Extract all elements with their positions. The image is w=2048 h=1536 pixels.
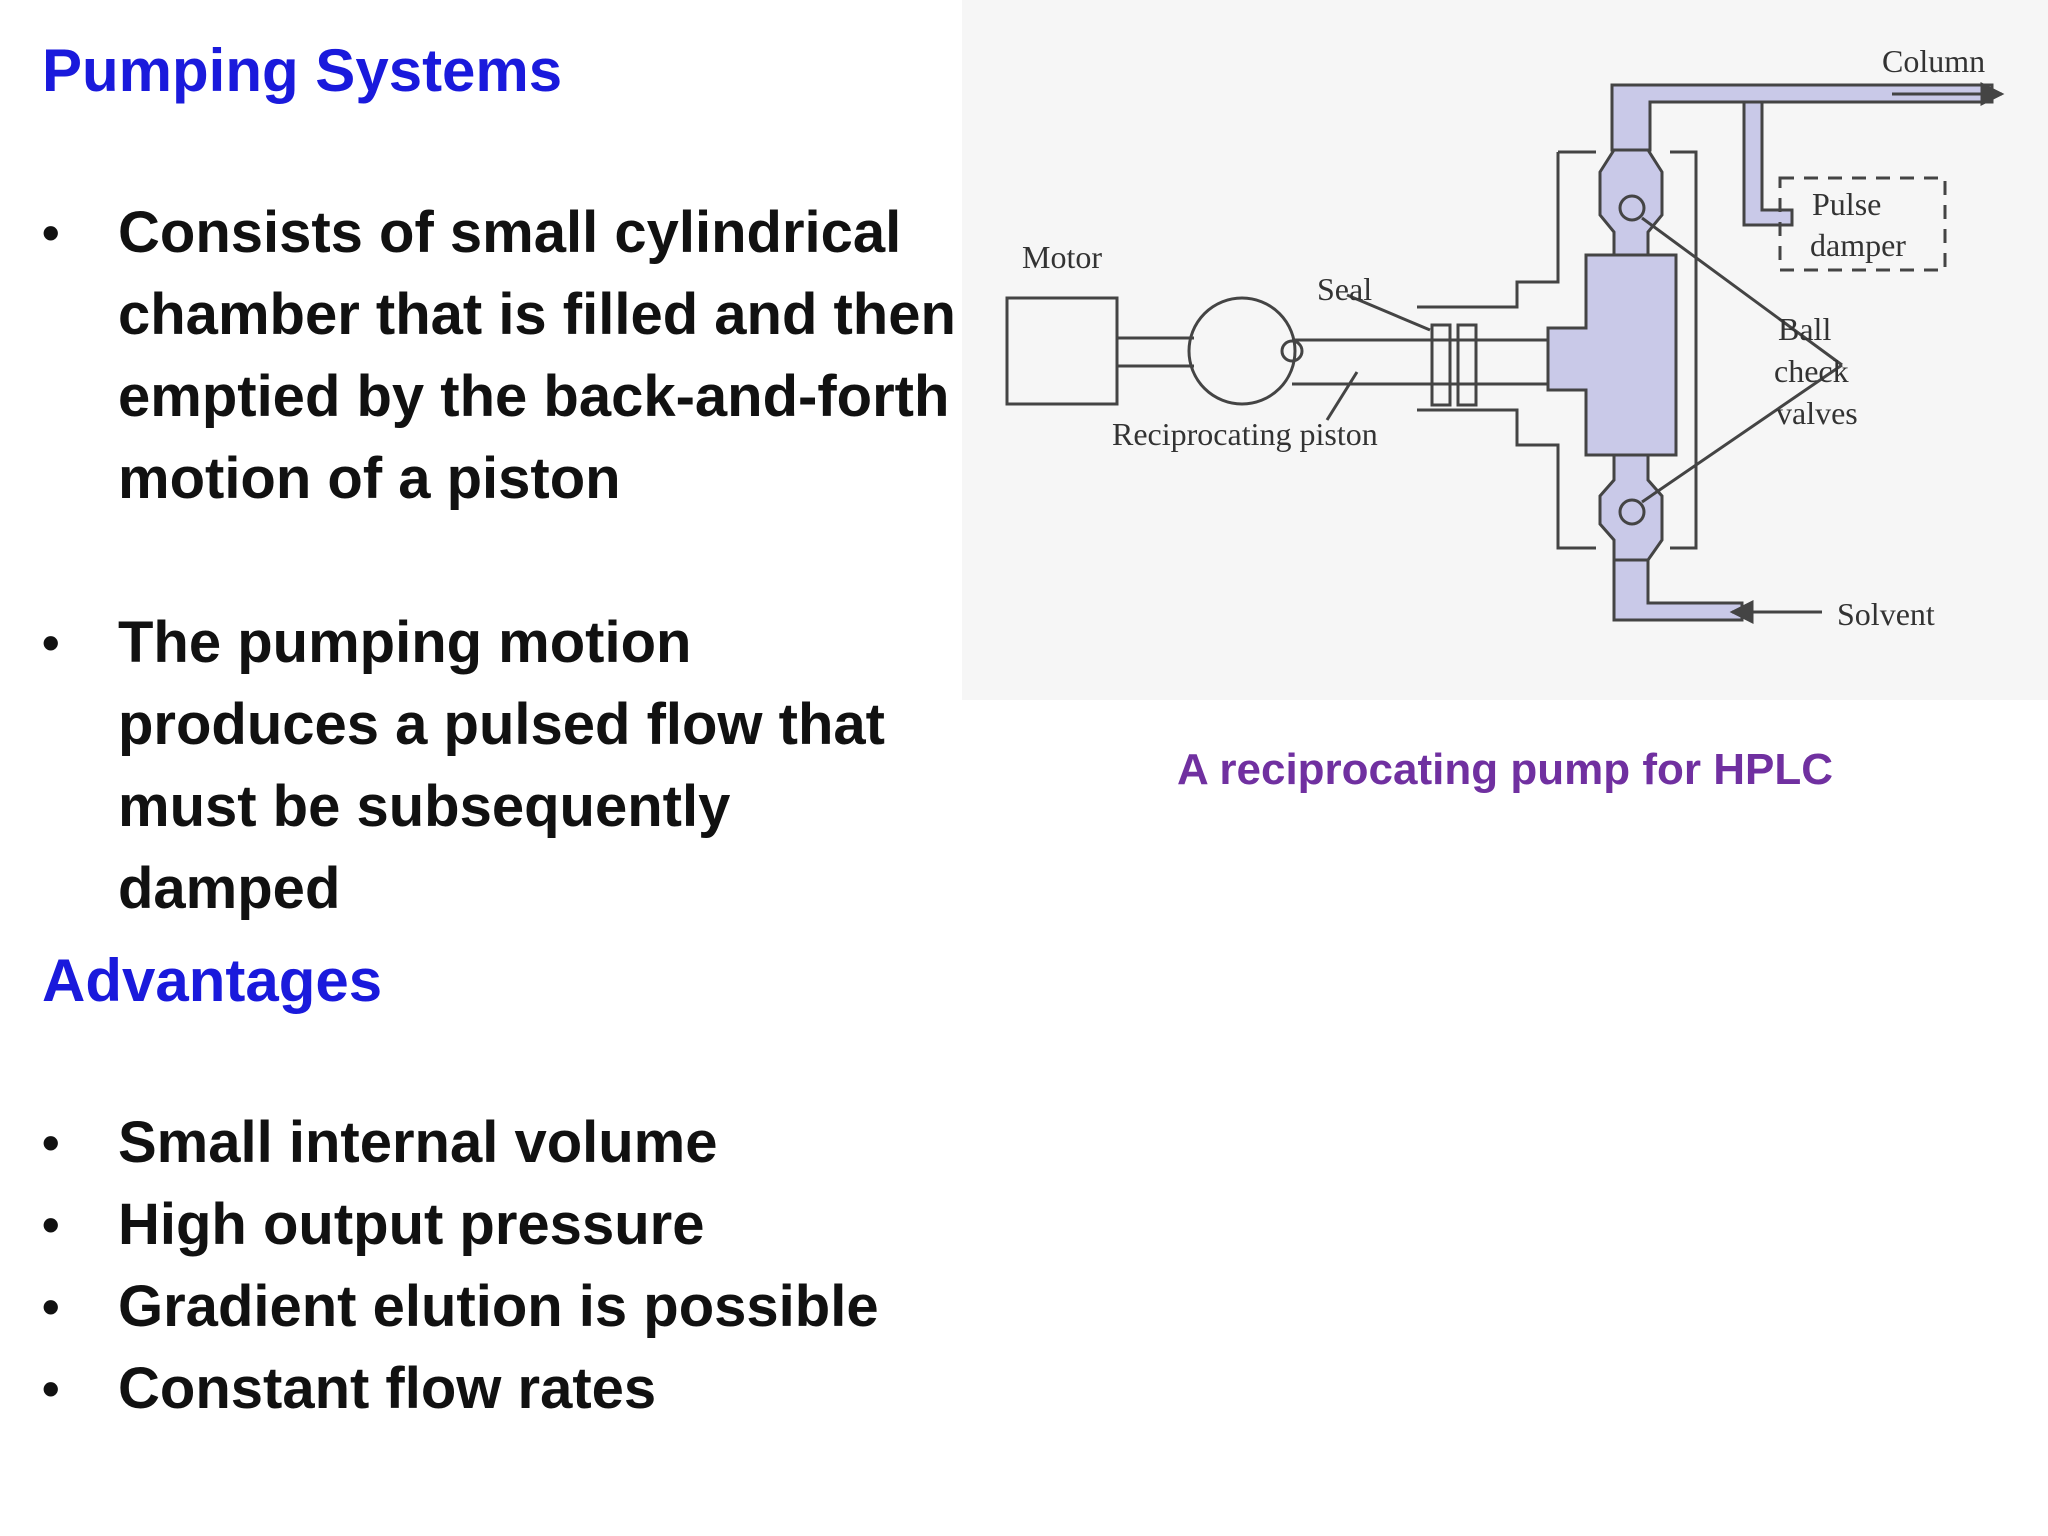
pump-housing	[1417, 150, 1698, 550]
label-check: check	[1774, 353, 1849, 389]
lower-valve-chamber	[1598, 453, 1664, 562]
bullet-item: The pumping motion produces a pulsed flo…	[42, 602, 962, 930]
seal-block	[1430, 323, 1452, 407]
damper-branch-pipe	[1742, 100, 1794, 227]
pump-diagram-svg: Column Pulse damper Motor Seal Ball chec…	[1005, 43, 2005, 632]
bullet-item: Small internal volume	[42, 1102, 962, 1184]
advantages-bullet-list: Small internal volume High output pressu…	[42, 1102, 962, 1430]
label-solvent: Solvent	[1837, 596, 1935, 632]
section-title-advantages: Advantages	[42, 947, 383, 1014]
solvent-pipe	[1612, 558, 1744, 622]
pump-diagram: Column Pulse damper Motor Seal Ball chec…	[962, 0, 2048, 700]
bullet-item: Constant flow rates	[42, 1348, 962, 1430]
upper-valve-chamber	[1598, 148, 1664, 257]
bullet-item: Consists of small cylindrical chamber th…	[42, 192, 962, 520]
label-column: Column	[1882, 43, 1985, 79]
slide-text: Pumping Systems Consists of small cylind…	[42, 30, 962, 1430]
label-motor: Motor	[1022, 239, 1102, 275]
motor-shaft	[1117, 336, 1194, 368]
label-piston: Reciprocating piston	[1112, 416, 1378, 452]
motor-block	[1005, 296, 1119, 406]
ball-check-valve-upper	[1618, 194, 1646, 222]
figure-caption: A reciprocating pump for HPLC	[1177, 745, 1833, 794]
seal-block	[1456, 323, 1478, 407]
crank-pin	[1280, 339, 1304, 363]
label-pulse: Pulse	[1812, 186, 1881, 222]
label-ball: Ball	[1778, 311, 1831, 347]
pump-chamber	[1546, 253, 1678, 457]
pulse-damper-box	[1778, 176, 1947, 272]
section-title-pumping-systems: Pumping Systems	[42, 37, 563, 104]
leader-line	[1641, 216, 1843, 367]
piston-rod	[1292, 338, 1548, 386]
label-seal: Seal	[1317, 271, 1372, 307]
label-valves: valves	[1776, 395, 1858, 431]
label-damper: damper	[1810, 227, 1906, 263]
ball-check-valve-lower	[1618, 498, 1646, 526]
leader-line	[1325, 371, 1359, 421]
leader-line	[1641, 363, 1843, 504]
crank-wheel	[1187, 296, 1297, 406]
bullet-item: Gradient elution is possible	[42, 1266, 962, 1348]
leader-line	[1346, 293, 1431, 332]
bullet-item: High output pressure	[42, 1184, 962, 1266]
pumping-bullet-list: Consists of small cylindrical chamber th…	[42, 192, 962, 930]
